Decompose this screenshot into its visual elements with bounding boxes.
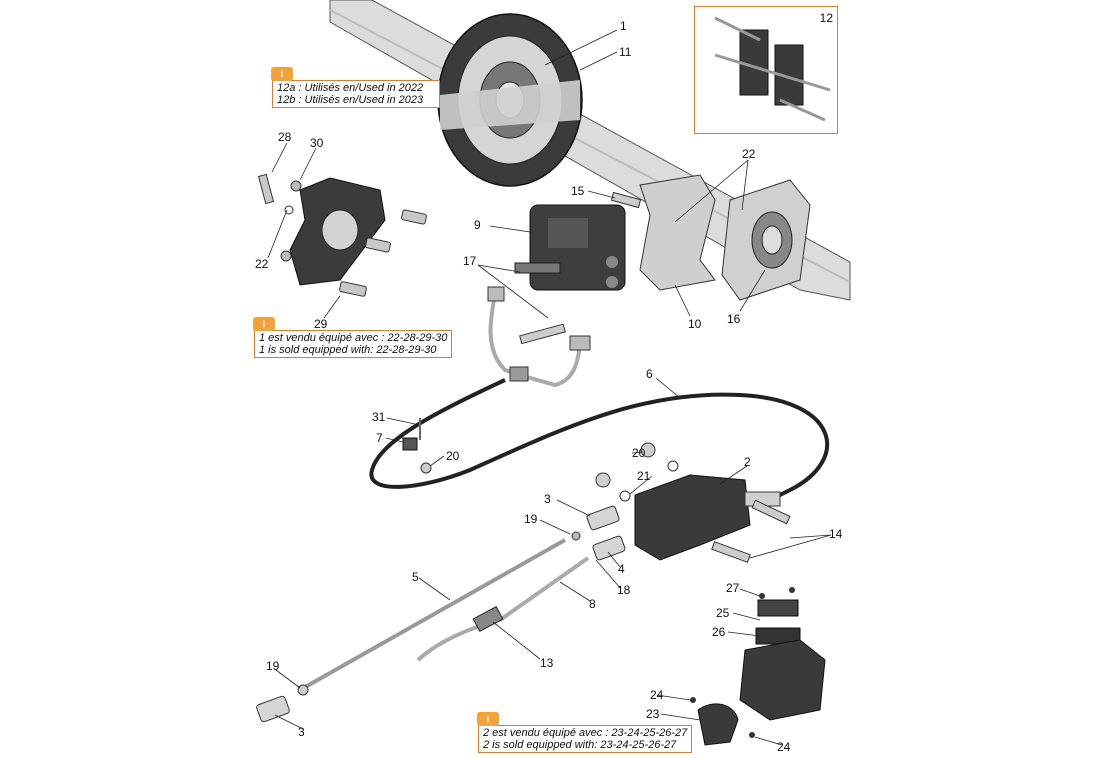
note-part-1-line-1: 1 est vendu équipé avec : 22-28-29-30 <box>259 332 448 344</box>
callout-14: 14 <box>829 527 843 541</box>
callout-19-lower: 19 <box>266 659 280 673</box>
hose-clip <box>402 418 432 474</box>
info-badge-icon: i <box>253 317 275 331</box>
reservoir-assembly <box>690 587 826 746</box>
master-cylinder <box>634 474 781 561</box>
callout-20-left: 20 <box>446 449 460 463</box>
callout-24-lower: 24 <box>777 740 791 754</box>
callout-3-upper: 3 <box>544 492 551 506</box>
callout-9: 9 <box>474 218 481 232</box>
note-usage-line-2: 12b : Utilisés en/Used in 2023 <box>277 94 424 106</box>
callout-1: 1 <box>620 19 627 33</box>
callout-22-top: 22 <box>742 147 756 161</box>
brake-flange <box>289 177 386 286</box>
callout-23: 23 <box>646 707 660 721</box>
wheel-hub <box>721 179 811 301</box>
callout-3-lower: 3 <box>298 725 305 739</box>
callout-29: 29 <box>314 317 328 331</box>
note-usage-line-1: 12a : Utilisés en/Used in 2022 <box>277 82 424 94</box>
caliper-bracket <box>639 174 716 291</box>
callout-13: 13 <box>540 656 554 670</box>
brake-disc <box>437 13 583 187</box>
callout-27: 27 <box>726 581 740 595</box>
callout-30: 30 <box>310 136 324 150</box>
callout-19-upper: 19 <box>524 512 538 526</box>
callout-15: 15 <box>571 184 585 198</box>
callout-28: 28 <box>278 130 292 144</box>
callout-21: 21 <box>637 469 651 483</box>
brake-line-upper <box>487 286 591 388</box>
clevis-parts <box>571 442 679 561</box>
note-part-2-line-2: 2 is sold equipped with: 23-24-25-26-27 <box>483 739 677 751</box>
callout-20-right: 20 <box>632 446 646 460</box>
bolts <box>519 191 791 563</box>
leader-lines <box>267 29 832 746</box>
callout-10: 10 <box>688 317 702 331</box>
callout-18: 18 <box>617 583 631 597</box>
callout-25: 25 <box>716 606 730 620</box>
brake-caliper-assembly <box>514 204 626 291</box>
callout-16: 16 <box>727 312 741 326</box>
callout-2: 2 <box>744 455 751 469</box>
part-12-inset: 12 <box>694 6 838 134</box>
callout-17: 17 <box>463 254 477 268</box>
brake-rods <box>256 538 590 723</box>
callout-31: 31 <box>372 410 386 424</box>
flange-bolts <box>257 173 427 297</box>
note-part-1-equipment: i 1 est vendu équipé avec : 22-28-29-30 … <box>253 317 452 358</box>
brake-hose <box>369 378 829 502</box>
callout-26: 26 <box>712 625 726 639</box>
callout-6: 6 <box>646 367 653 381</box>
info-badge-icon: i <box>477 712 499 726</box>
callout-12: 12 <box>819 11 833 25</box>
note-part-2-line-1: 2 est vendu équipé avec : 23-24-25-26-27 <box>483 727 688 739</box>
info-badge-icon: i <box>271 67 293 81</box>
note-part-2-equipment: i 2 est vendu équipé avec : 23-24-25-26-… <box>477 712 692 753</box>
callout-11: 11 <box>619 45 632 59</box>
callout-5: 5 <box>412 570 419 584</box>
callout-4: 4 <box>618 562 625 576</box>
note-part-1-line-2: 1 is sold equipped with: 22-28-29-30 <box>259 344 437 356</box>
note-usage-years: i 12a : Utilisés en/Used in 2022 12b : U… <box>271 67 440 108</box>
callout-7: 7 <box>376 431 383 445</box>
callout-labels: 1 11 22 15 9 17 10 16 28 30 22 29 6 31 7… <box>255 19 843 754</box>
callout-8: 8 <box>589 597 596 611</box>
callout-24-upper: 24 <box>650 688 664 702</box>
callout-22-left: 22 <box>255 257 269 271</box>
brake-pads-inset <box>714 16 831 122</box>
